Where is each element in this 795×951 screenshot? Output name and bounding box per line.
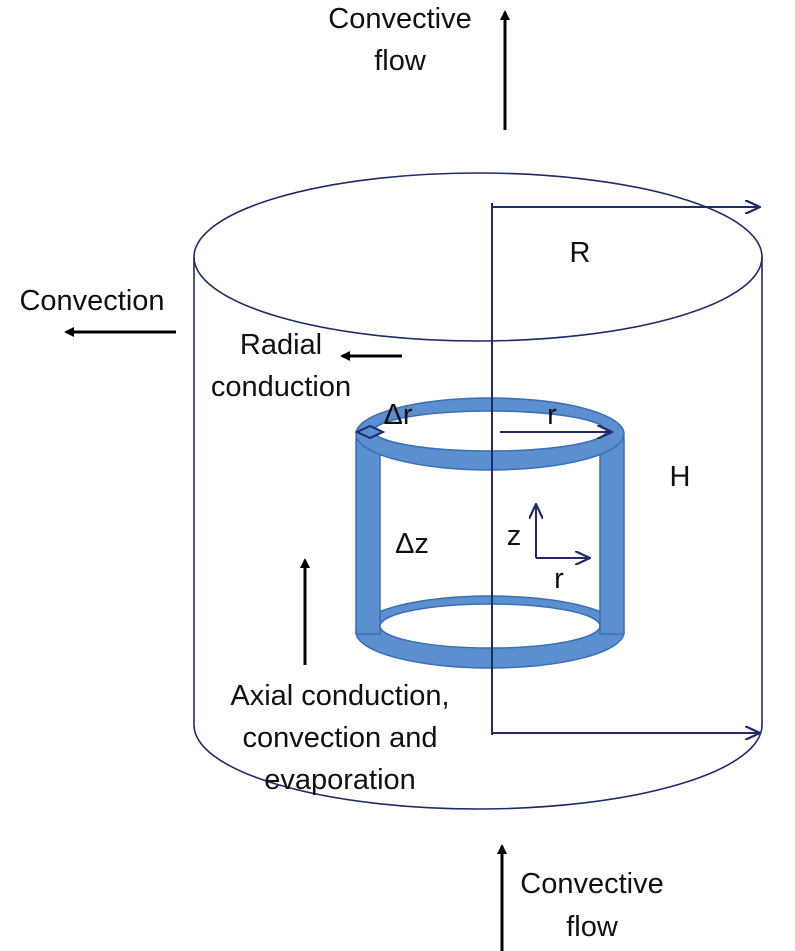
axial-label-line3: evaporation xyxy=(264,764,416,796)
delta-r-label: Δr xyxy=(383,399,412,431)
bottom-flow-label-line2: flow xyxy=(566,911,619,943)
inner-r-label: r xyxy=(547,399,557,431)
bottom-flow-label-line1: Convective xyxy=(520,868,663,900)
axial-label-line1: Axial conduction, xyxy=(230,680,449,712)
radial-label-line2: conduction xyxy=(211,371,351,403)
top-flow-label-line2: flow xyxy=(374,45,427,77)
z-axis-label: z xyxy=(507,520,522,552)
zr-axes-glyph xyxy=(536,504,590,558)
ring-element xyxy=(355,397,625,669)
r-axis-label: r xyxy=(554,563,564,595)
ring-right-wall xyxy=(599,437,625,635)
ring-left-wall xyxy=(355,437,381,635)
labels: Convective flow Convection Radial conduc… xyxy=(19,3,690,943)
outer-cylinder-top xyxy=(193,172,763,342)
axial-label-line2: convection and xyxy=(242,722,437,754)
top-flow-label-line1: Convective xyxy=(328,3,471,35)
dimensions xyxy=(354,203,760,735)
delta-z-label: Δz xyxy=(395,528,429,560)
delta-r-marker xyxy=(354,424,386,440)
convection-label: Convection xyxy=(19,285,164,317)
R-label: R xyxy=(570,237,591,269)
outer-cylinder xyxy=(193,172,763,810)
H-label: H xyxy=(670,461,691,493)
outer-cylinder-bottom xyxy=(193,724,763,810)
radial-label-line1: Radial xyxy=(240,329,322,361)
flow-arrows xyxy=(64,10,510,951)
ring-bottom xyxy=(355,595,625,669)
